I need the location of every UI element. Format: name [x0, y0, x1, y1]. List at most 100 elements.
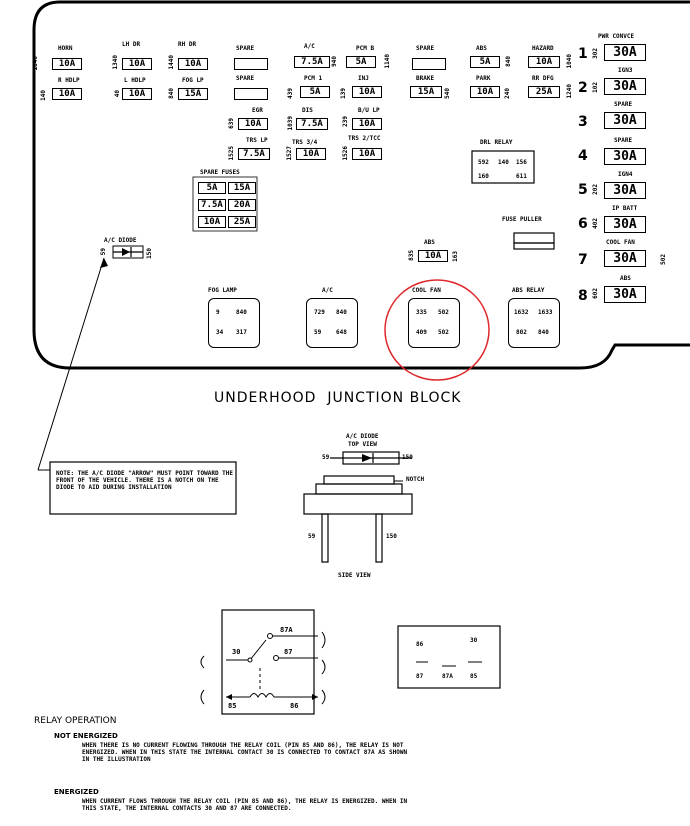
label-spare-fuses: SPARE FUSES — [200, 169, 240, 176]
fuse-spare-r2 — [234, 88, 268, 100]
fuse-bulp: 10A — [352, 118, 382, 130]
drl-pin: 611 — [516, 173, 527, 180]
relay-pin: 1632 — [514, 309, 529, 316]
label-spare-r1: SPARE — [236, 45, 255, 52]
label-foglp: FOG LP — [182, 77, 204, 84]
label-inj: INJ — [358, 75, 369, 82]
pin-rrdfg: 1240 — [566, 84, 573, 99]
notch-label: NOTCH — [406, 476, 425, 483]
pin-pcmb: 1140 — [384, 54, 391, 69]
big-fuse: 30A — [604, 286, 646, 303]
relay-pin: 840 — [538, 329, 549, 336]
big-fuse-pin: 402 — [592, 218, 599, 229]
fuse-rrdfg: 25A — [528, 86, 560, 98]
spare-fuse: 7.5A — [198, 199, 226, 211]
fuse-horn: 10A — [52, 58, 82, 70]
relay-pin: 59 — [314, 329, 322, 336]
fuse-trs2: 10A — [352, 148, 382, 160]
label-abs-small: ABS — [424, 239, 435, 246]
big-fuse-label: SPARE — [614, 137, 633, 144]
rp-87: 87 — [416, 673, 424, 680]
relay-pin: 1633 — [538, 309, 553, 316]
big-fuse-label: IP BATT — [612, 205, 638, 212]
drl-pin: 592 — [478, 159, 489, 166]
relay-op-title: RELAY OPERATION — [34, 716, 117, 726]
fuse-spare-r1 — [234, 58, 268, 70]
fuse-rhdlp: 10A — [52, 88, 82, 100]
pin-trs2: 1526 — [342, 146, 349, 161]
drl-pin: 156 — [516, 159, 527, 166]
pin-abs-small-l: 835 — [408, 250, 415, 261]
big-fuse-num: 4 — [578, 148, 588, 164]
label-ac: A/C — [304, 43, 315, 50]
pin-trslp: 1525 — [228, 146, 235, 161]
fuse-pcm1: 5A — [300, 86, 330, 98]
relay-pin: 335 — [416, 309, 427, 316]
fuse-lhdlp: 10A — [122, 88, 152, 100]
drl-pin: 140 — [498, 159, 509, 166]
relay-cool-fan — [408, 298, 460, 348]
pin-pcm1: 439 — [287, 88, 294, 99]
fuse-trslp: 7.5A — [238, 148, 270, 160]
diode-title: A/C DIODE — [346, 433, 379, 440]
label-horn: HORN — [58, 45, 73, 52]
pin-ac: 940 — [331, 56, 338, 67]
label-abs: ABS — [476, 45, 487, 52]
diagram-title: UNDERHOOD JUNCTION BLOCK — [214, 390, 462, 406]
big-fuse-pin: 602 — [592, 288, 599, 299]
label-relay-ac: A/C — [322, 287, 333, 294]
big-fuse-pin: 502 — [660, 254, 667, 265]
spare-fuse: 10A — [198, 216, 226, 228]
pin-diode-r: 150 — [146, 248, 153, 259]
big-fuse-num: 5 — [578, 182, 588, 198]
not-energized-title: NOT ENERGIZED — [54, 732, 118, 740]
pin-abs-small-r: 163 — [452, 251, 459, 262]
relay-pin: 502 — [438, 309, 449, 316]
rs-85: 85 — [228, 702, 237, 710]
rp-30: 30 — [470, 637, 478, 644]
big-fuse-label: IGN3 — [618, 67, 633, 74]
pin-abs: 840 — [505, 56, 512, 67]
label-spare-r1b: SPARE — [416, 45, 435, 52]
pin-lhdr: 1340 — [112, 55, 119, 70]
spare-fuse: 15A — [228, 182, 256, 194]
relay-pin: 34 — [216, 329, 224, 336]
big-fuse-label: SPARE — [614, 101, 633, 108]
pin-horn: 1840 — [32, 56, 39, 71]
fuse-egr: 10A — [238, 118, 268, 130]
label-relay-abs: ABS RELAY — [512, 287, 545, 294]
label-hazard: HAZARD — [532, 45, 554, 52]
label-drl-relay: DRL RELAY — [480, 139, 513, 146]
spare-fuse: 5A — [198, 182, 226, 194]
label-fuse-puller: FUSE PULLER — [502, 216, 542, 223]
relay-fog-lamp — [208, 298, 260, 348]
pin-egr: 639 — [228, 118, 235, 129]
fuse-abs-small: 10A — [418, 250, 448, 262]
fuse-pcmb: 5A — [346, 56, 376, 68]
relay-pin: 802 — [516, 329, 527, 336]
big-fuse: 30A — [604, 44, 646, 61]
relay-pin: 729 — [314, 309, 325, 316]
label-trs2: TRS 2/TCC — [348, 135, 381, 142]
label-dis: DIS — [302, 107, 313, 114]
label-ac-diode: A/C DIODE — [104, 237, 137, 244]
pin-lhdlp: 40 — [114, 90, 121, 98]
not-energized-text: WHEN THERE IS NO CURRENT FLOWING THROUGH… — [82, 742, 408, 763]
big-fuse-pin: 102 — [592, 82, 599, 93]
relay-abs — [508, 298, 560, 348]
label-park: PARK — [476, 75, 491, 82]
rs-87: 87 — [284, 648, 293, 656]
big-fuse-label: IGN4 — [618, 171, 633, 178]
fuse-rhdr: 10A — [178, 58, 208, 70]
fuse-lhdr: 10A — [122, 58, 152, 70]
fuse-abs: 5A — [470, 56, 500, 68]
side-view-label: SIDE VIEW — [338, 572, 371, 579]
fuse-park: 10A — [470, 86, 500, 98]
big-fuse-pin: 202 — [592, 184, 599, 195]
label-trslp: TRS LP — [246, 137, 268, 144]
big-fuse-label: ABS — [620, 275, 631, 282]
label-lhdr: LH DR — [122, 41, 141, 48]
label-brake: BRAKE — [416, 75, 435, 82]
label-pcm1: PCM 1 — [304, 75, 323, 82]
